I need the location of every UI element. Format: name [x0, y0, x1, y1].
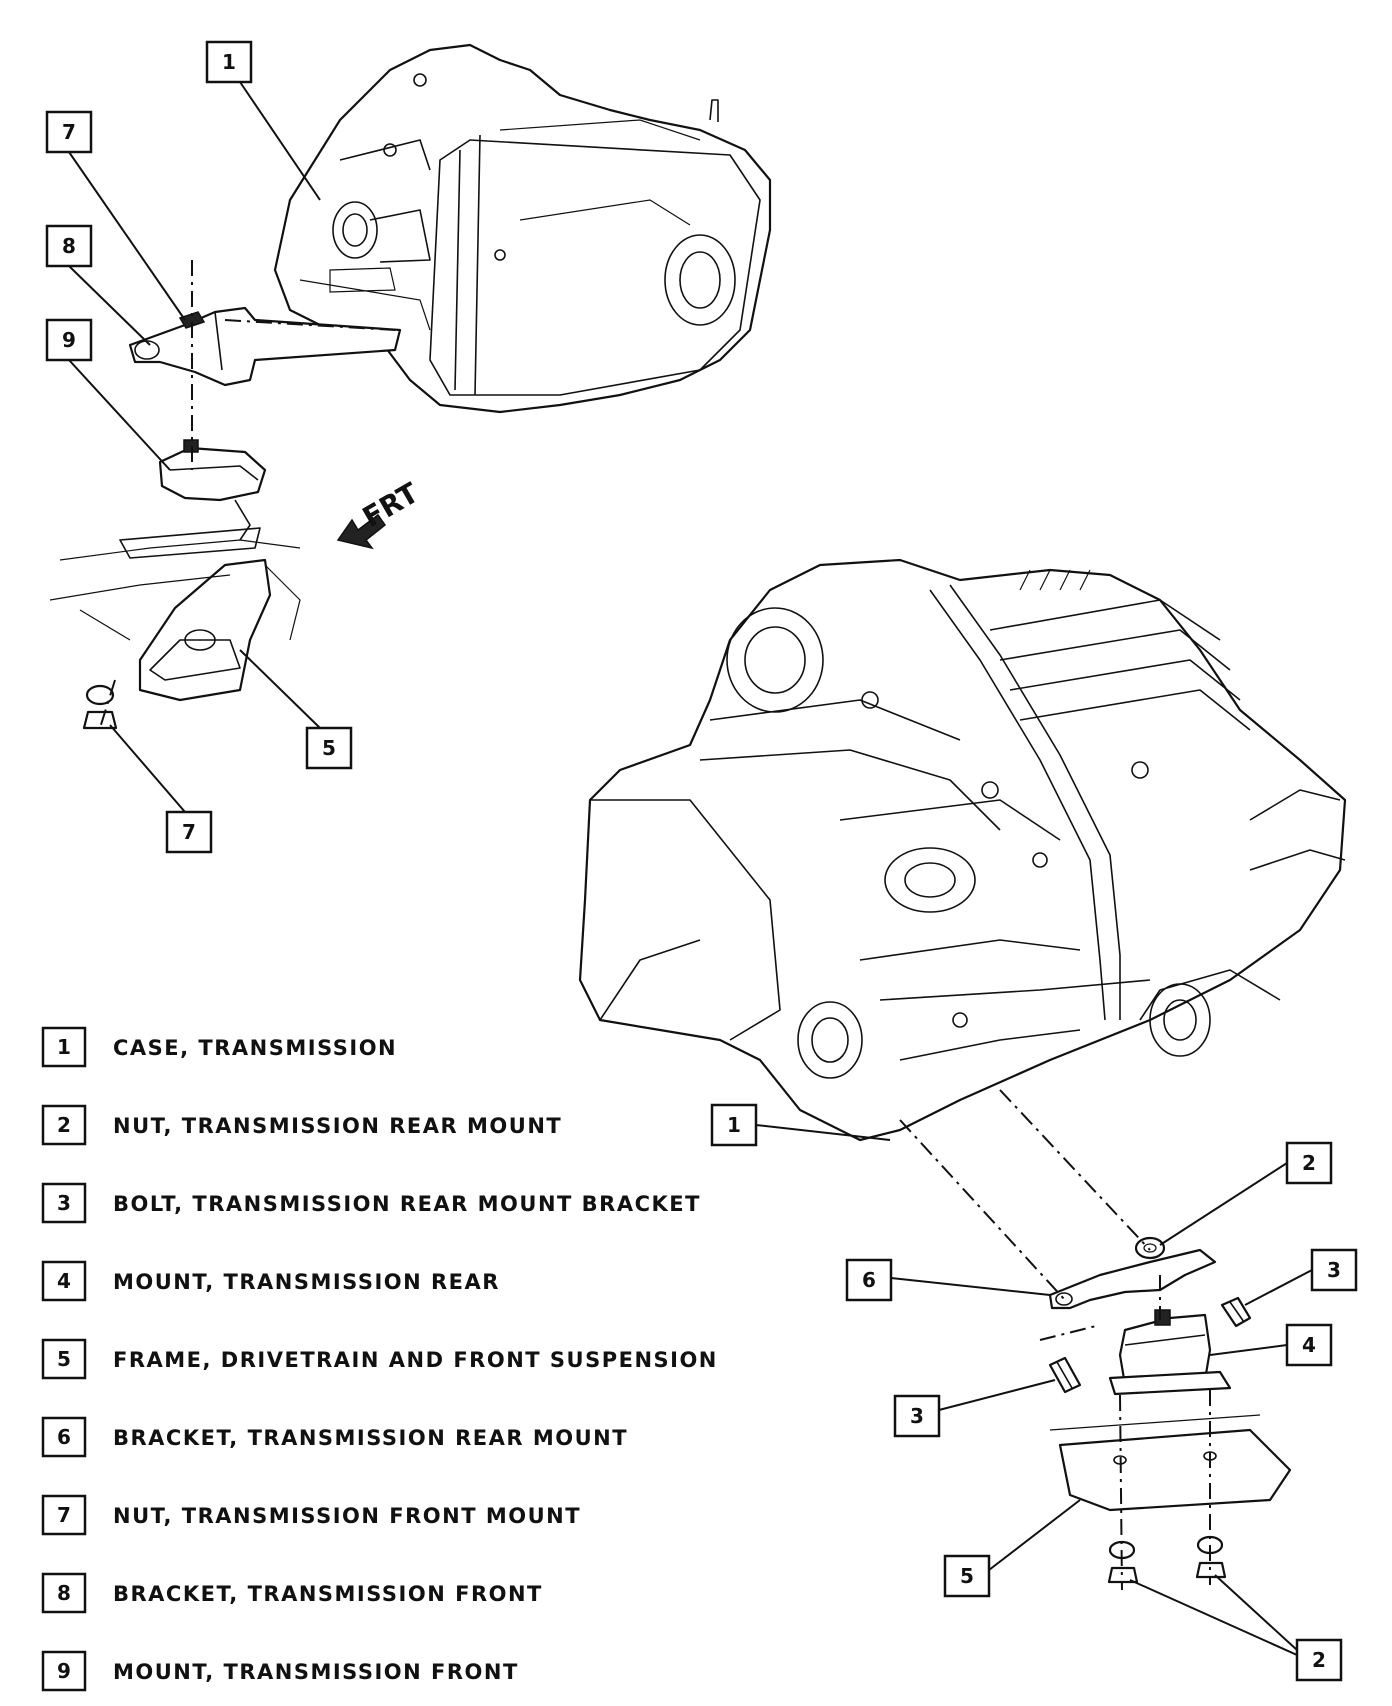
legend-item: 3 BOLT, TRANSMISSION REAR MOUNT BRACKET	[41, 1182, 701, 1224]
svg-text:5: 5	[57, 1347, 71, 1371]
parts-legend: 1 CASE, TRANSMISSION 2 NUT, TRANSMISSION…	[41, 1026, 718, 1692]
svg-text:7: 7	[182, 820, 196, 844]
svg-text:5: 5	[960, 1564, 974, 1588]
legend-item: 5 FRAME, DRIVETRAIN AND FRONT SUSPENSION	[41, 1338, 718, 1380]
callout-top-front-nut: 7	[45, 110, 186, 321]
bottom-alignment-line-6	[1039, 1324, 1101, 1341]
rear-mount-nuts-lower-illustration	[1107, 1535, 1227, 1584]
svg-text:4: 4	[57, 1269, 71, 1293]
svg-text:NUT, TRANSMISSION FRONT MOUNT: NUT, TRANSMISSION FRONT MOUNT	[113, 1504, 581, 1528]
svg-text:2: 2	[57, 1113, 71, 1137]
svg-text:BRACKET, TRANSMISSION FRONT: BRACKET, TRANSMISSION FRONT	[113, 1582, 543, 1606]
engine-transaxle-illustration	[578, 558, 1347, 1142]
drivetrain-frame-bottom-illustration	[1049, 1414, 1292, 1512]
callout-bottom-case: 1	[710, 1103, 891, 1147]
callout-bottom-frame: 5	[943, 1499, 1081, 1598]
callout-top-front-mount: 9	[45, 318, 171, 471]
bottom-alignment-line-1	[999, 1089, 1151, 1251]
callout-top-frame: 5	[239, 649, 353, 770]
svg-text:8: 8	[62, 234, 76, 258]
svg-text:6: 6	[862, 1268, 876, 1292]
svg-text:5: 5	[322, 736, 336, 760]
legend-item: 9 MOUNT, TRANSMISSION FRONT	[41, 1650, 519, 1692]
legend-item: 4 MOUNT, TRANSMISSION REAR	[41, 1260, 500, 1302]
svg-text:MOUNT, TRANSMISSION FRONT: MOUNT, TRANSMISSION FRONT	[113, 1660, 519, 1684]
svg-text:1: 1	[727, 1113, 741, 1137]
svg-text:7: 7	[62, 120, 76, 144]
callout-bottom-bolt-right: 3	[1244, 1248, 1358, 1306]
rear-mount-nut-upper-illustration	[1134, 1236, 1166, 1260]
callout-top-case: 1	[205, 40, 321, 201]
svg-text:3: 3	[1327, 1258, 1341, 1282]
legend-item: 6 BRACKET, TRANSMISSION REAR MOUNT	[41, 1416, 628, 1458]
svg-text:MOUNT, TRANSMISSION REAR: MOUNT, TRANSMISSION REAR	[113, 1270, 500, 1294]
transmission-rear-mount-illustration	[1108, 1309, 1232, 1396]
legend-item: 2 NUT, TRANSMISSION REAR MOUNT	[41, 1104, 562, 1146]
transmission-case-illustration	[273, 43, 772, 414]
callout-bottom-bracket: 6	[845, 1258, 1051, 1302]
legend-item: 8 BRACKET, TRANSMISSION FRONT	[41, 1572, 543, 1614]
callout-top-front-bracket: 8	[45, 224, 151, 346]
drivetrain-frame-top-illustration	[49, 539, 301, 702]
front-direction-indicator: FRT	[336, 476, 424, 550]
svg-text:9: 9	[57, 1659, 71, 1683]
rear-mount-bolt-left-illustration	[1048, 1356, 1082, 1394]
callout-bottom-nut-upper: 2	[1159, 1141, 1333, 1246]
svg-text:2: 2	[1302, 1151, 1316, 1175]
svg-text:NUT, TRANSMISSION REAR MOUNT: NUT, TRANSMISSION REAR MOUNT	[113, 1114, 562, 1138]
svg-text:CASE, TRANSMISSION: CASE, TRANSMISSION	[113, 1036, 397, 1060]
top-alignment-line-3	[99, 679, 116, 729]
callout-bottom-nuts-lower: 2	[1129, 1574, 1343, 1682]
svg-text:6: 6	[57, 1425, 71, 1449]
svg-text:BOLT, TRANSMISSION REAR MOUNT: BOLT, TRANSMISSION REAR MOUNT BRACKET	[113, 1192, 701, 1216]
svg-text:4: 4	[1302, 1333, 1316, 1357]
svg-text:8: 8	[57, 1581, 71, 1605]
legend-item: 1 CASE, TRANSMISSION	[41, 1026, 397, 1068]
rear-mount-bolt-right-illustration	[1220, 1296, 1252, 1328]
svg-text:1: 1	[57, 1035, 71, 1059]
svg-text:FRAME, DRIVETRAIN AND FRONT SU: FRAME, DRIVETRAIN AND FRONT SUSPENSION	[113, 1348, 718, 1372]
bottom-alignment-line-4	[1119, 1394, 1123, 1591]
callout-bottom-bolt-left: 3	[893, 1379, 1056, 1438]
callout-bottom-mount: 4	[1209, 1323, 1333, 1367]
bottom-alignment-line-2	[899, 1119, 1066, 1301]
top-alignment-line-2	[224, 319, 396, 331]
svg-text:3: 3	[57, 1191, 71, 1215]
svg-text:7: 7	[57, 1503, 71, 1527]
svg-text:1: 1	[222, 50, 236, 74]
callout-top-lower-nut: 7	[109, 724, 213, 854]
legend-item: 7 NUT, TRANSMISSION FRONT MOUNT	[41, 1494, 581, 1536]
front-mount-nut-lower-illustration	[82, 684, 118, 730]
svg-text:3: 3	[910, 1404, 924, 1428]
transmission-rear-bracket-illustration	[1048, 1248, 1217, 1310]
svg-text:2: 2	[1312, 1648, 1326, 1672]
transmission-front-mount-illustration	[119, 439, 267, 559]
svg-text:BRACKET, TRANSMISSION REAR MOU: BRACKET, TRANSMISSION REAR MOUNT	[113, 1426, 628, 1450]
svg-text:9: 9	[62, 328, 76, 352]
